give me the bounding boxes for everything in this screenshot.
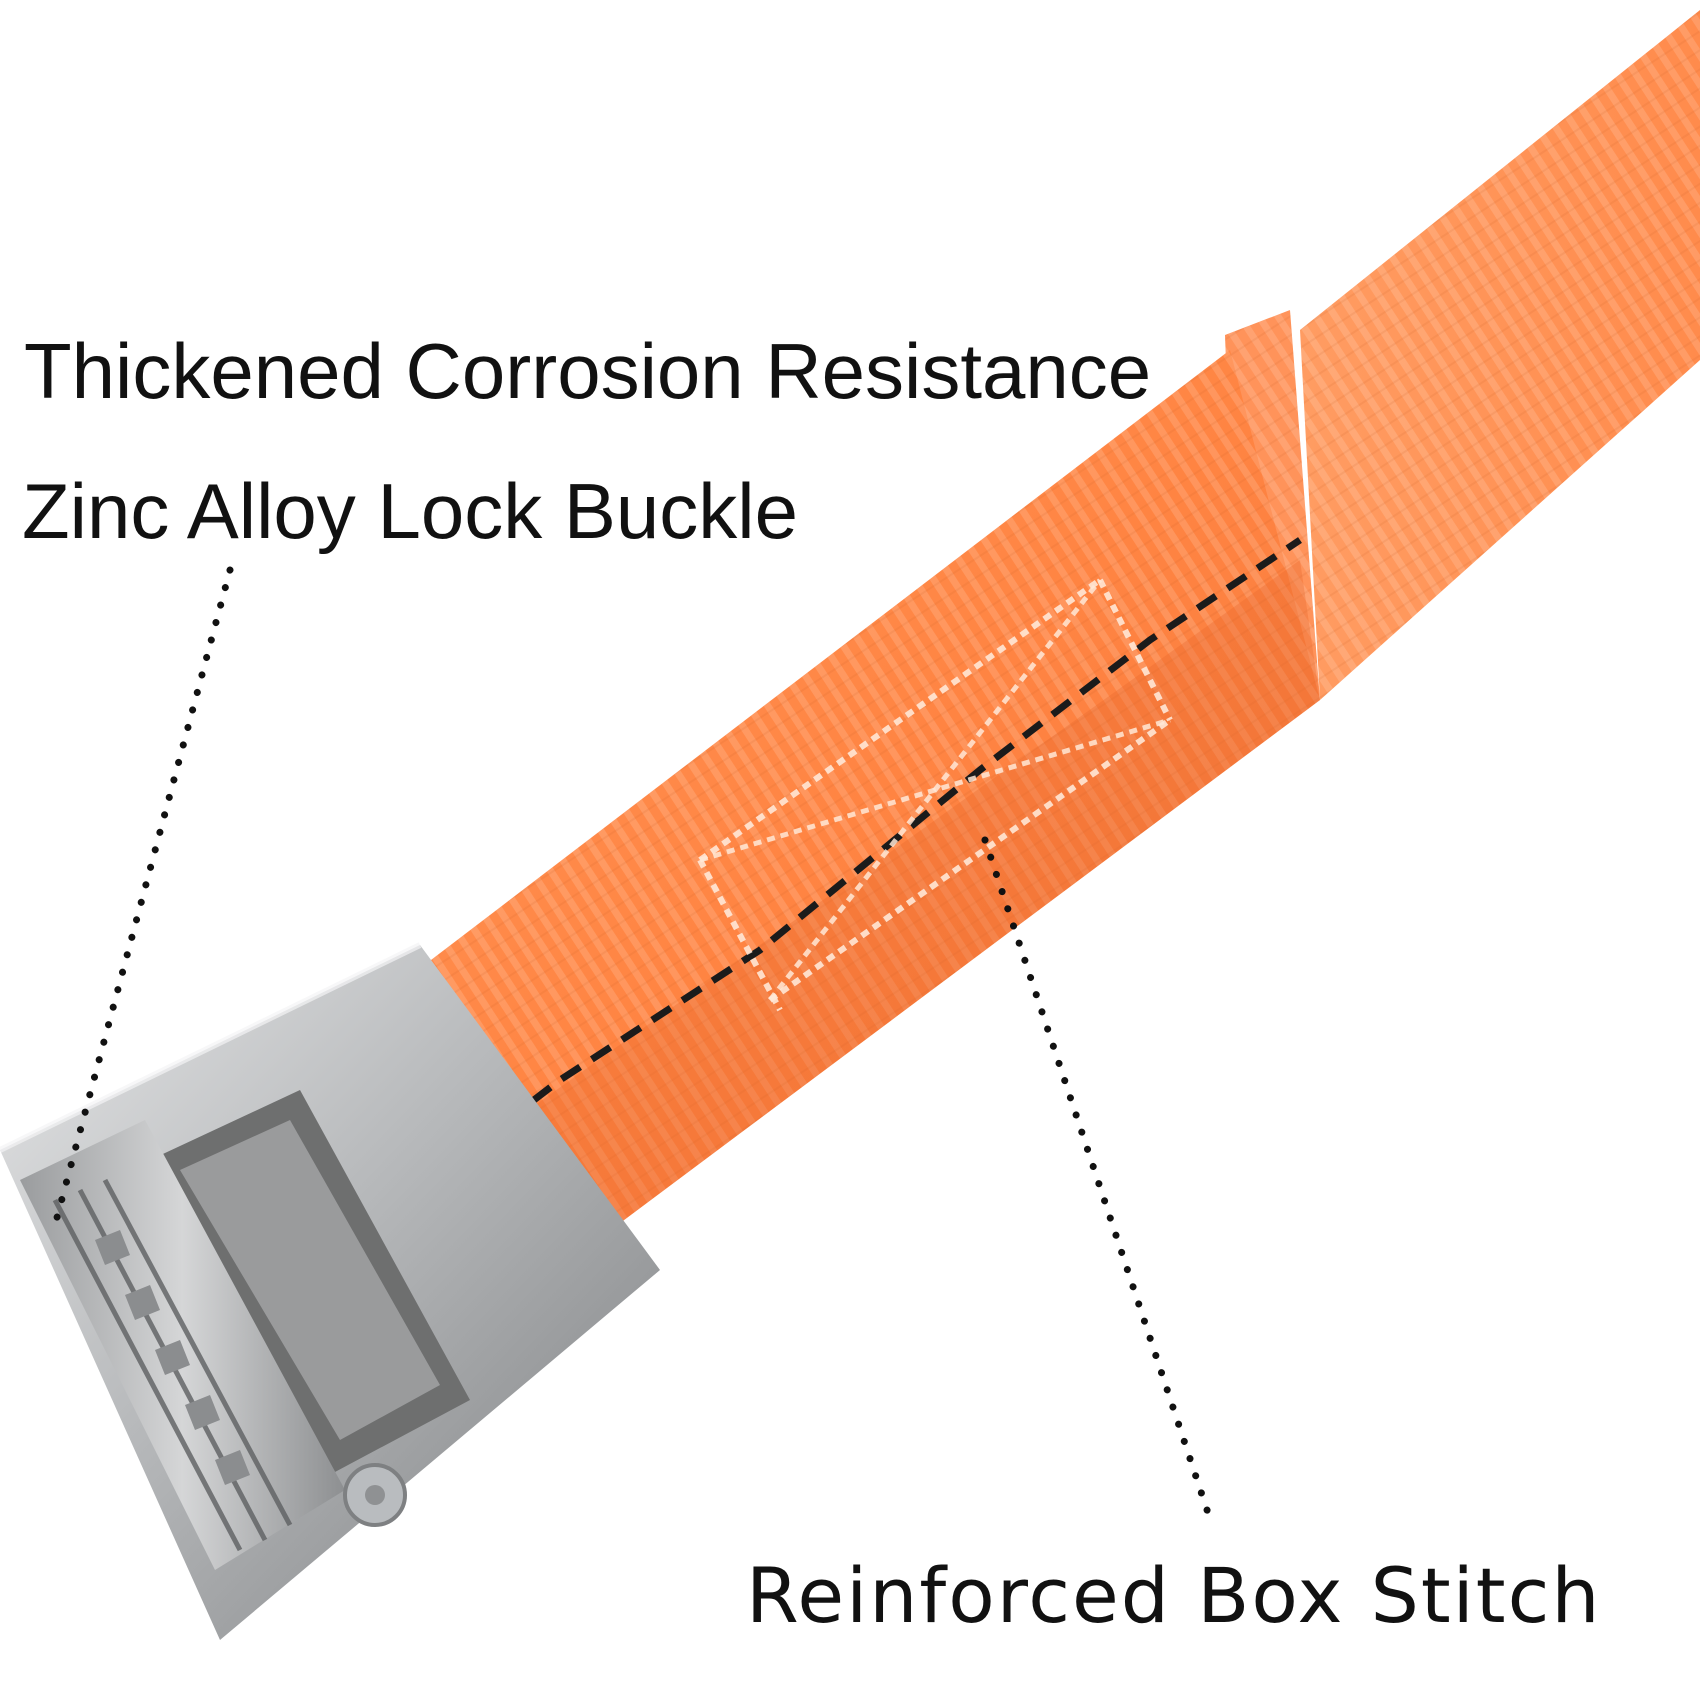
- orange-webbing-strap: [300, 10, 1700, 1380]
- dotted-leader-line-stitch: [981, 836, 1216, 1529]
- box-stitch-pattern: [387, 537, 1302, 1213]
- callout-zinc-alloy-buckle: Zinc Alloy Lock Buckle: [22, 467, 799, 555]
- cam-buckle-icon: [0, 942, 660, 1640]
- callout-reinforced-stitch: Reinforced Box Stitch: [746, 1551, 1602, 1640]
- callout-thickened-corrosion: Thickened Corrosion Resistance: [24, 327, 1152, 415]
